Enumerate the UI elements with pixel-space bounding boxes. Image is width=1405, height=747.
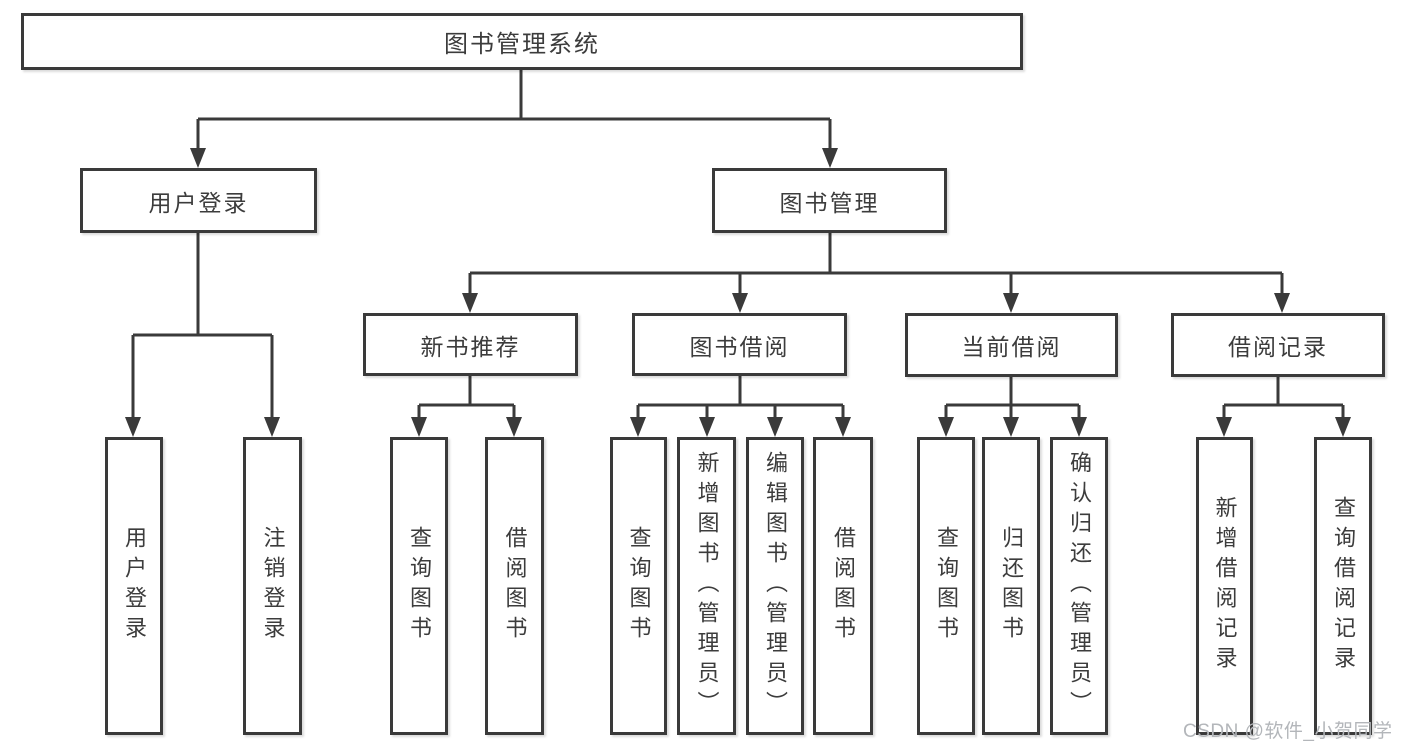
node-user-login: 用户登录	[80, 168, 317, 233]
leaf-add-book-admin-label: 新增图书（管理员）	[694, 451, 720, 721]
leaf-search-books-borrow-label: 查询图书	[626, 526, 652, 646]
node-borrow-records-label: 借阅记录	[1228, 334, 1328, 360]
leaf-logout: 注销登录	[243, 437, 302, 735]
node-user-login-label: 用户登录	[148, 189, 249, 216]
leaf-return-book: 归还图书	[982, 437, 1040, 735]
leaf-search-borrow-record: 查询借阅记录	[1314, 437, 1372, 735]
leaf-borrow-books-recommend: 借阅图书	[485, 437, 544, 735]
leaf-confirm-return-admin-label: 确认归还（管理员）	[1067, 451, 1092, 721]
node-new-book-recommend: 新书推荐	[363, 313, 578, 376]
csdn-watermark: CSDN @软件_小贺同学	[1183, 721, 1393, 742]
leaf-search-books-recommend-label: 查询图书	[407, 526, 432, 646]
connector-paths	[131, 70, 1345, 421]
leaf-search-books-borrow: 查询图书	[610, 437, 667, 735]
node-root-label: 图书管理系统	[444, 31, 600, 58]
node-book-management: 图书管理	[712, 168, 947, 233]
leaf-search-books-recommend: 查询图书	[390, 437, 448, 735]
leaf-borrow-books-recommend-label: 借阅图书	[502, 526, 528, 646]
node-borrow-records: 借阅记录	[1171, 313, 1385, 377]
leaf-borrow-books: 借阅图书	[813, 437, 873, 735]
node-root: 图书管理系统	[21, 13, 1023, 70]
leaf-search-borrow-record-label: 查询借阅记录	[1331, 496, 1356, 676]
node-current-borrow: 当前借阅	[905, 313, 1118, 377]
leaf-search-books-current: 查询图书	[917, 437, 975, 735]
leaf-borrow-books-label: 借阅图书	[831, 526, 856, 646]
node-current-borrow-label: 当前借阅	[961, 334, 1062, 360]
leaf-add-borrow-record-label: 新增借阅记录	[1212, 496, 1238, 676]
leaf-confirm-return-admin: 确认归还（管理员）	[1050, 437, 1108, 735]
leaf-search-books-current-label: 查询图书	[934, 526, 959, 646]
node-new-book-recommend-label: 新书推荐	[420, 333, 521, 360]
leaf-return-book-label: 归还图书	[999, 526, 1024, 646]
arrowheads	[125, 148, 1351, 437]
node-book-borrow-label: 图书借阅	[689, 333, 790, 360]
leaf-add-borrow-record: 新增借阅记录	[1196, 437, 1253, 735]
leaf-add-book-admin: 新增图书（管理员）	[677, 437, 736, 735]
node-book-management-label: 图书管理	[779, 189, 880, 216]
node-book-borrow: 图书借阅	[632, 313, 847, 376]
leaf-user-login: 用户登录	[105, 437, 163, 735]
leaf-edit-book-admin-label: 编辑图书（管理员）	[763, 451, 788, 721]
leaf-logout-label: 注销登录	[260, 526, 286, 646]
leaf-user-login-label: 用户登录	[122, 526, 147, 646]
leaf-edit-book-admin: 编辑图书（管理员）	[746, 437, 804, 735]
